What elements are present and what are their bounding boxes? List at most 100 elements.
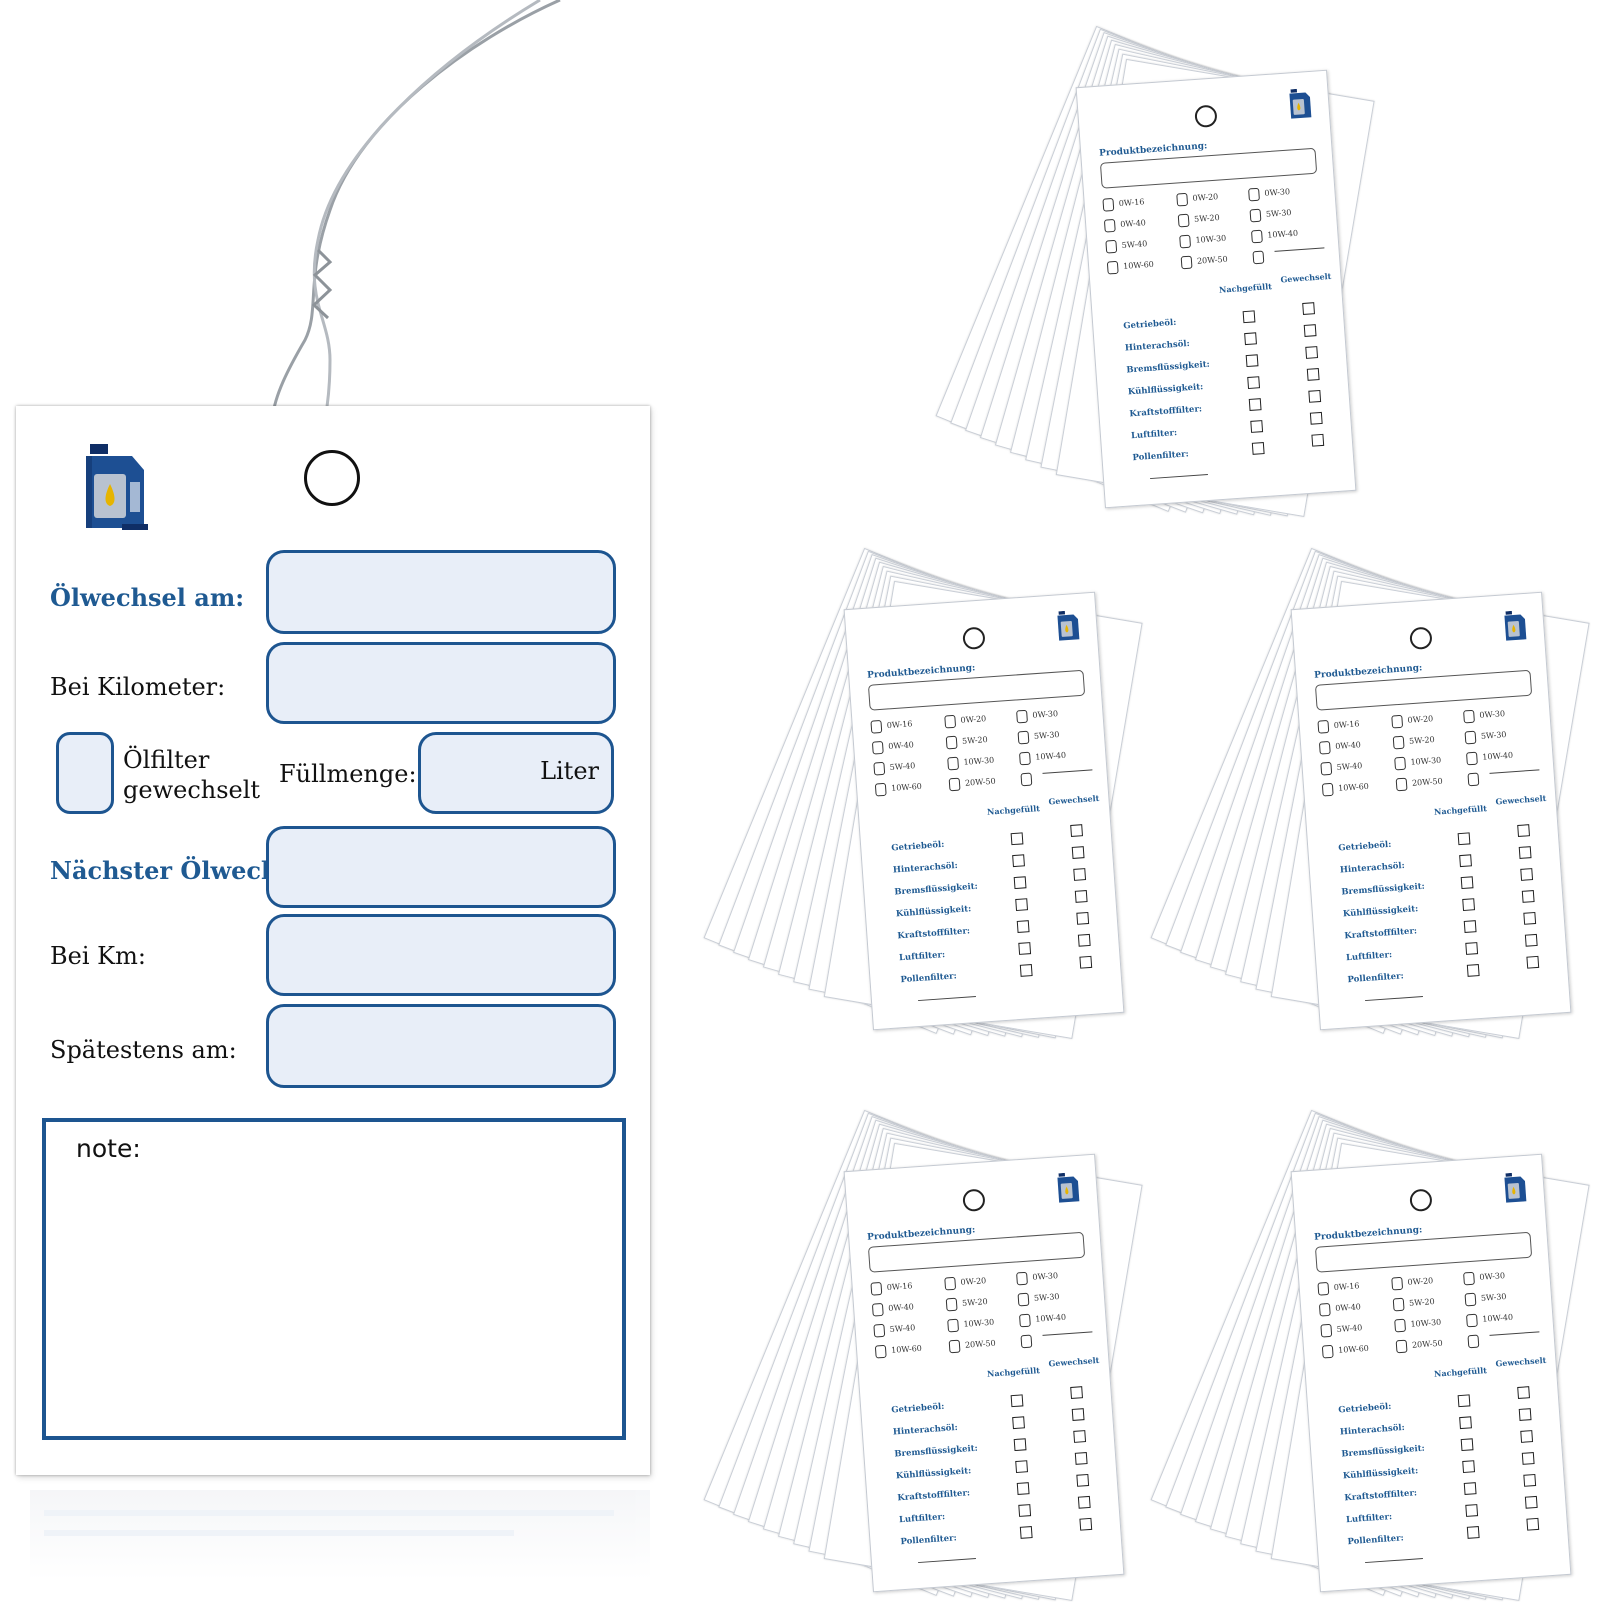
viscosity-option[interactable]: 5W-40 (873, 1322, 915, 1338)
changed-checkbox[interactable] (1520, 868, 1534, 881)
changed-checkbox[interactable] (1076, 1473, 1090, 1487)
changed-checkbox[interactable] (1077, 1495, 1091, 1509)
refilled-checkbox[interactable] (1459, 1416, 1472, 1430)
changed-checkbox[interactable] (1520, 1430, 1534, 1443)
refilled-checkbox[interactable] (1019, 964, 1033, 977)
changed-checkbox[interactable] (1517, 824, 1530, 837)
viscosity-option[interactable]: 0W-20 (944, 1275, 986, 1291)
note-area[interactable]: note: (42, 1118, 626, 1440)
refilled-checkbox[interactable] (1013, 876, 1027, 890)
refilled-checkbox[interactable] (1457, 1394, 1471, 1408)
changed-checkbox[interactable] (1305, 346, 1319, 359)
refilled-checkbox[interactable] (1244, 332, 1257, 346)
viscosity-option[interactable]: 0W-40 (872, 739, 914, 755)
viscosity-option-custom[interactable] (1020, 772, 1037, 786)
viscosity-option[interactable]: 5W-30 (1465, 1291, 1507, 1307)
changed-checkbox[interactable] (1523, 911, 1537, 925)
viscosity-option[interactable]: 0W-16 (870, 1280, 912, 1296)
refilled-checkbox[interactable] (1248, 398, 1262, 411)
viscosity-option[interactable]: 0W-16 (1317, 718, 1359, 734)
viscosity-option[interactable]: 10W-30 (947, 754, 994, 770)
refilled-checkbox[interactable] (1460, 1438, 1474, 1452)
viscosity-option[interactable]: 5W-30 (1018, 1291, 1060, 1307)
changed-checkbox[interactable] (1518, 846, 1532, 859)
refilled-checkbox[interactable] (1018, 1504, 1032, 1517)
viscosity-option[interactable]: 0W-16 (870, 718, 912, 734)
oil-change-date-field[interactable] (266, 550, 616, 634)
refilled-checkbox[interactable] (1466, 1526, 1480, 1539)
viscosity-option[interactable]: 10W-40 (1466, 1311, 1513, 1327)
viscosity-option[interactable]: 20W-50 (1396, 775, 1443, 791)
viscosity-option[interactable]: 5W-30 (1250, 207, 1292, 223)
latest-date-field[interactable] (266, 1004, 616, 1088)
viscosity-option[interactable]: 5W-40 (1105, 238, 1147, 254)
viscosity-option[interactable]: 20W-50 (1181, 253, 1228, 269)
viscosity-option[interactable]: 10W-60 (1322, 780, 1369, 796)
changed-checkbox[interactable] (1077, 933, 1091, 947)
changed-checkbox[interactable] (1071, 846, 1085, 859)
changed-checkbox[interactable] (1526, 1517, 1540, 1531)
viscosity-option[interactable]: 0W-20 (944, 713, 986, 729)
changed-checkbox[interactable] (1070, 1386, 1083, 1399)
viscosity-option[interactable]: 10W-60 (1322, 1342, 1369, 1358)
viscosity-option[interactable]: 5W-30 (1018, 729, 1060, 745)
viscosity-option[interactable]: 5W-30 (1465, 729, 1507, 745)
viscosity-option-custom[interactable] (1467, 1334, 1484, 1348)
viscosity-option[interactable]: 0W-30 (1016, 708, 1058, 724)
refilled-checkbox[interactable] (1013, 1438, 1027, 1452)
changed-checkbox[interactable] (1517, 1386, 1530, 1399)
changed-checkbox[interactable] (1524, 1495, 1538, 1509)
viscosity-option[interactable]: 20W-50 (949, 775, 996, 791)
viscosity-option[interactable]: 20W-50 (949, 1337, 996, 1353)
fill-amount-field[interactable]: Liter (418, 732, 614, 814)
viscosity-option-custom[interactable] (1467, 772, 1484, 786)
changed-checkbox[interactable] (1308, 389, 1322, 403)
changed-checkbox[interactable] (1306, 368, 1320, 381)
changed-checkbox[interactable] (1070, 824, 1083, 837)
viscosity-option[interactable]: 0W-30 (1463, 708, 1505, 724)
viscosity-option[interactable]: 5W-20 (1178, 212, 1220, 228)
viscosity-option[interactable]: 10W-30 (1394, 754, 1441, 770)
refilled-checkbox[interactable] (1251, 442, 1265, 455)
changed-checkbox[interactable] (1073, 1430, 1087, 1443)
refilled-checkbox[interactable] (1250, 420, 1264, 433)
refilled-checkbox[interactable] (1460, 876, 1474, 890)
viscosity-option[interactable]: 0W-40 (1319, 739, 1361, 755)
changed-checkbox[interactable] (1074, 890, 1088, 903)
viscosity-option[interactable]: 10W-60 (875, 780, 922, 796)
changed-checkbox[interactable] (1073, 868, 1087, 881)
changed-checkbox[interactable] (1074, 1452, 1088, 1465)
refilled-checkbox[interactable] (1459, 854, 1472, 868)
viscosity-option[interactable]: 0W-30 (1248, 186, 1290, 202)
viscosity-option[interactable]: 0W-20 (1176, 191, 1218, 207)
refilled-checkbox[interactable] (1015, 1460, 1029, 1474)
viscosity-option[interactable]: 10W-30 (1394, 1316, 1441, 1332)
changed-checkbox[interactable] (1311, 433, 1325, 447)
changed-checkbox[interactable] (1071, 1408, 1085, 1421)
viscosity-option[interactable]: 0W-40 (1319, 1301, 1361, 1317)
next-oil-change-field[interactable] (266, 826, 616, 908)
oil-filter-checkbox[interactable] (56, 732, 114, 814)
changed-checkbox[interactable] (1526, 955, 1540, 969)
viscosity-option[interactable]: 10W-30 (947, 1316, 994, 1332)
viscosity-option-custom[interactable] (1020, 1334, 1037, 1348)
viscosity-option[interactable]: 0W-40 (872, 1301, 914, 1317)
viscosity-option[interactable]: 5W-20 (946, 734, 988, 750)
refilled-checkbox[interactable] (1018, 942, 1032, 955)
changed-checkbox[interactable] (1079, 1517, 1093, 1531)
viscosity-option-custom[interactable] (1252, 250, 1269, 264)
refilled-checkbox[interactable] (1457, 832, 1471, 846)
viscosity-option[interactable]: 0W-16 (1317, 1280, 1359, 1296)
changed-checkbox[interactable] (1518, 1408, 1532, 1421)
refilled-checkbox[interactable] (1463, 1482, 1477, 1495)
refilled-checkbox[interactable] (1247, 376, 1261, 390)
refilled-checkbox[interactable] (1012, 854, 1025, 868)
refilled-checkbox[interactable] (1465, 1504, 1479, 1517)
next-km-field[interactable] (266, 914, 616, 996)
viscosity-option[interactable]: 0W-16 (1102, 196, 1144, 212)
viscosity-option[interactable]: 5W-20 (1393, 734, 1435, 750)
refilled-checkbox[interactable] (1016, 1482, 1030, 1495)
changed-checkbox[interactable] (1303, 324, 1317, 337)
viscosity-option[interactable]: 0W-30 (1463, 1270, 1505, 1286)
changed-checkbox[interactable] (1079, 955, 1093, 969)
